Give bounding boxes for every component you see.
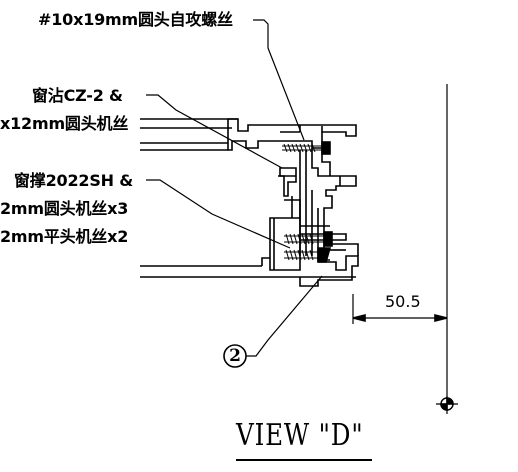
machine-screw (284, 231, 333, 247)
window-stay-hardware (269, 167, 347, 271)
self-tapping-screw (282, 141, 331, 155)
leader-lines (146, 19, 323, 357)
sill-label-line1: 窗沾CZ-2 & (32, 86, 123, 105)
stay-label-line2: 2mm圆头机丝x3 (0, 199, 129, 218)
lower-sill-profile (140, 243, 359, 287)
view-title-underline (236, 459, 372, 461)
flat-head-screw (284, 247, 332, 263)
sill-label-line2: x12mm圆头机丝 (0, 114, 129, 133)
screw-label: #10x19mm圆头自攻螺丝 (38, 10, 233, 29)
callout-number: 2 (229, 346, 241, 366)
center-mark-symbol (436, 396, 458, 414)
callout-circle (223, 344, 247, 368)
view-title: VIEW "D" (236, 418, 364, 453)
dimension-value: 50.5 (385, 292, 421, 311)
stay-label-line1: 窗撑2022SH & (14, 171, 133, 190)
dimension-group (352, 84, 448, 400)
stay-label-line3: 2mm平头机丝x2 (0, 227, 129, 246)
